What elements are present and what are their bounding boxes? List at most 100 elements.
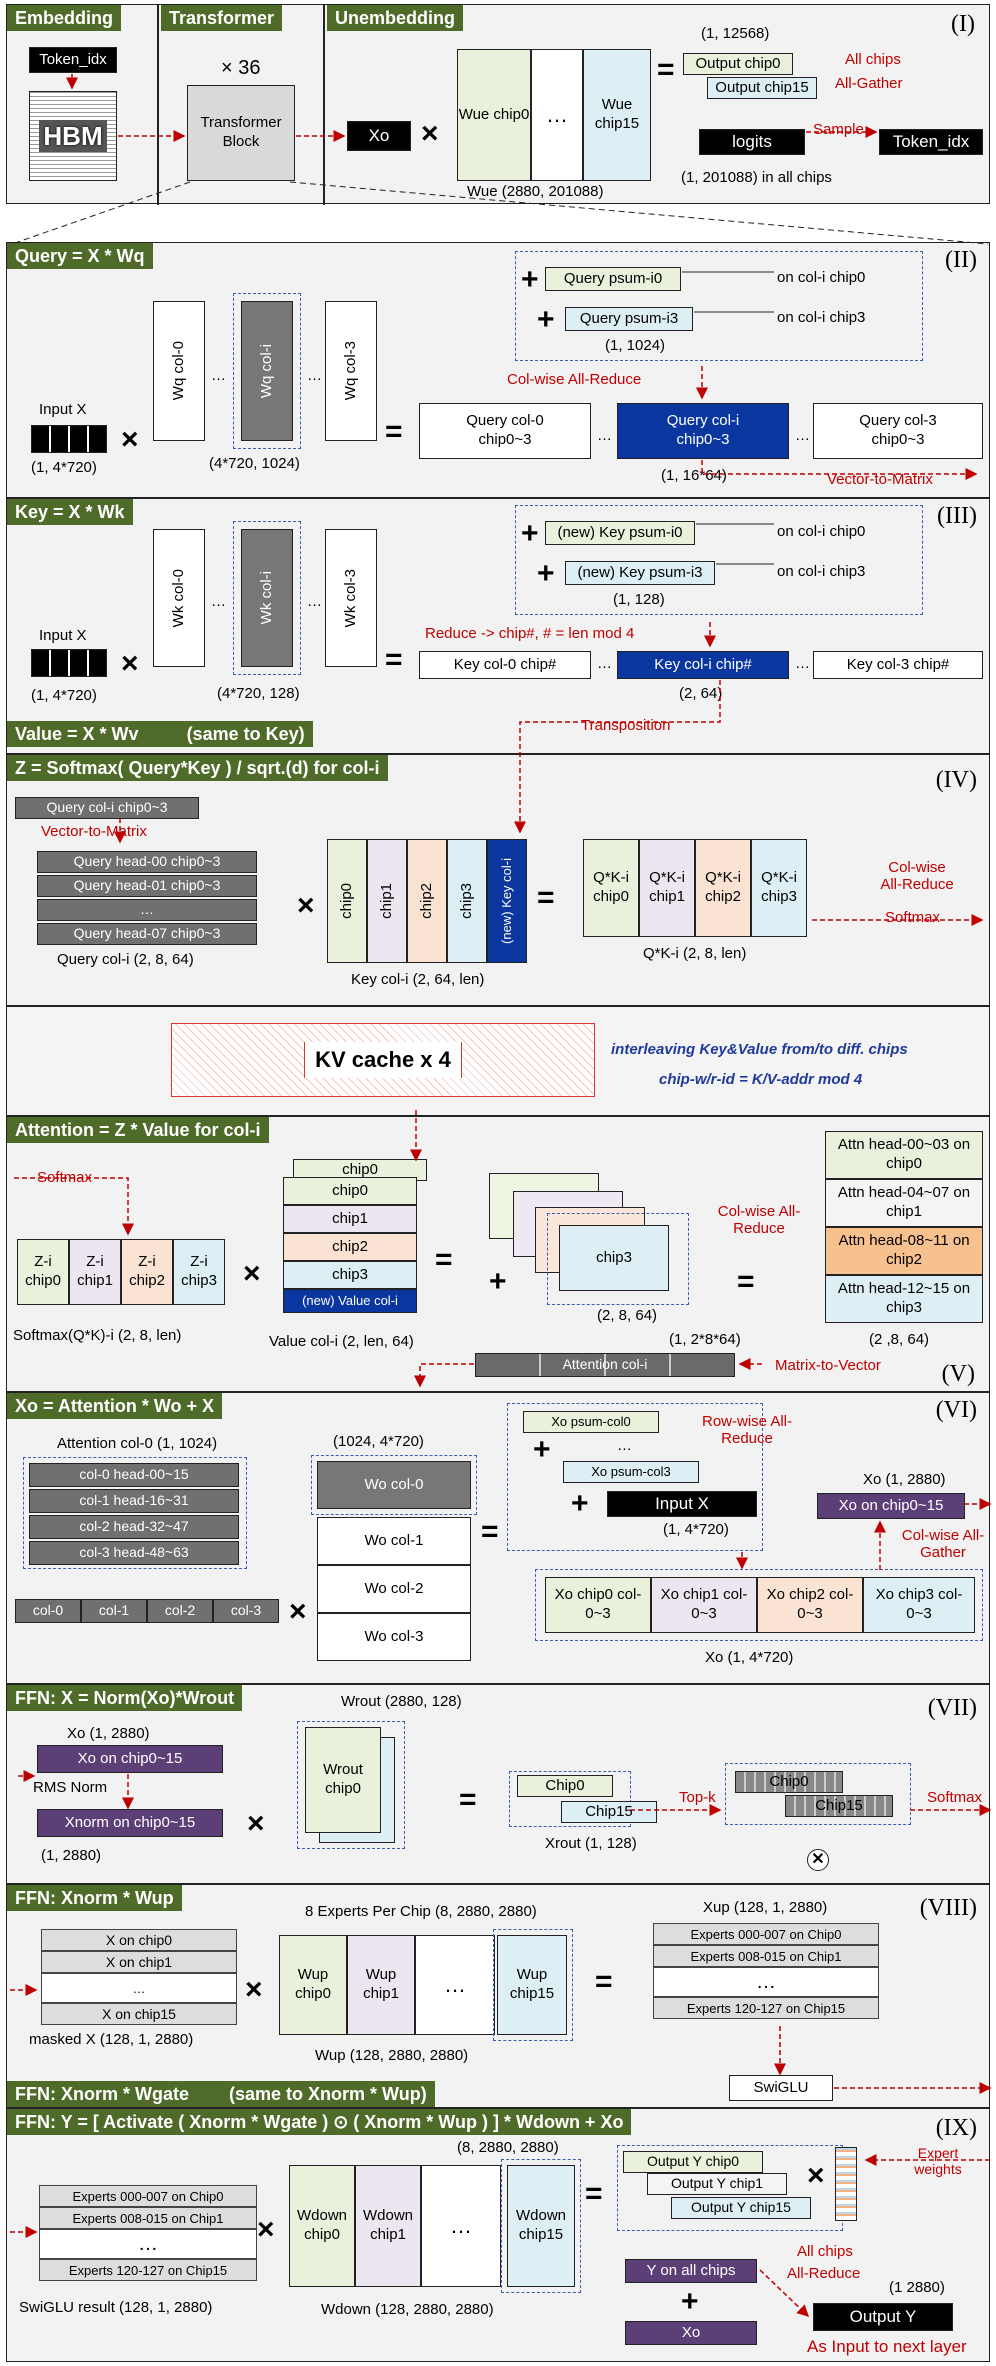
key-psum-3: (new) Key psum-i3 <box>565 561 715 585</box>
query-col3-label: Query col-3 chip0~3 <box>859 412 937 448</box>
attn-dim: (2 ,8, 64) <box>869 1331 930 1348</box>
wk-dim: (4*720, 128) <box>217 685 300 702</box>
dots: … <box>795 427 810 444</box>
value-caption: Value col-i (2, len, 64) <box>269 1333 414 1350</box>
z-chip1: Z-i chip1 <box>69 1239 121 1305</box>
query-head-01: Query head-01 chip0~3 <box>37 875 257 897</box>
psum-frame <box>515 251 923 361</box>
xo-chip2: Xo chip2 col-0~3 <box>757 1577 863 1633</box>
psum-dots: … <box>617 1437 632 1454</box>
expert-row-1: Experts 008-015 on Chip1 <box>653 1945 879 1967</box>
times: × <box>121 423 139 456</box>
query-coli: Query col-i chip0~3 <box>617 403 789 459</box>
wue-caption: Wue (2880, 201088) <box>467 183 604 200</box>
gate-title: FFN: Xnorm * Wgate <box>15 2084 189 2104</box>
all-chips: All chips <box>797 2243 853 2260</box>
plus: + <box>571 1487 589 1520</box>
input-x <box>31 425 107 453</box>
wo-dim: (1024, 4*720) <box>333 1433 424 1450</box>
roman-9: (IX) <box>935 2115 977 2141</box>
softmax-in: Softmax <box>37 1169 93 1186</box>
header-ffn-up: FFN: Xnorm * Wup <box>7 1885 182 1911</box>
wue-chip0: Wue chip0 <box>457 49 531 181</box>
equals: = <box>537 881 555 914</box>
attn-frame <box>23 1457 247 1569</box>
key-chip3-label: chip3 <box>457 883 475 919</box>
z-chip0: Z-i chip0 <box>17 1239 69 1305</box>
times: × <box>243 1257 261 1290</box>
dots: … <box>597 427 612 444</box>
wdown-dim: (8, 2880, 2880) <box>457 2139 559 2156</box>
wk-col3-label: Wk col-3 <box>341 568 359 628</box>
equals: = <box>657 53 675 86</box>
equals: = <box>595 1965 613 1998</box>
attn-chip1: Attn head-04~07 on chip1 <box>825 1179 983 1227</box>
wdown-chip15: Wdown chip15 <box>507 2165 575 2287</box>
sw-row-15: Experts 120-127 on Chip15 <box>39 2259 257 2281</box>
vector-to-matrix: Vector-to-Matrix <box>827 471 933 488</box>
header-query: Query = X * Wq <box>7 243 153 269</box>
attn-row-2: col-2 head-32~47 <box>29 1515 239 1539</box>
val-chip0: chip0 <box>283 1177 417 1205</box>
val-chip2: chip2 <box>283 1233 417 1261</box>
times: × <box>289 1595 307 1628</box>
query-caption: Query col-i (2, 8, 64) <box>57 951 194 968</box>
attn-chip0: Attn head-00~03 on chip0 <box>825 1131 983 1179</box>
all-gather: All-Gather <box>835 75 903 92</box>
equals: = <box>435 1243 453 1276</box>
query-head-dots: … <box>37 899 257 921</box>
wo-frame <box>311 1455 477 1515</box>
dots: … <box>307 367 322 384</box>
plus: + <box>521 263 539 296</box>
col-wise-all-reduce: Col-wise All-Reduce <box>507 371 642 388</box>
header-value: Value = X * Wv(same to Key) <box>7 721 313 747</box>
xo-frame <box>535 1569 983 1641</box>
roman-8: (VIII) <box>919 1895 977 1921</box>
rms-norm: RMS Norm <box>33 1779 108 1796</box>
query-col0-label: Query col-0 chip0~3 <box>466 412 544 448</box>
x-chip0: X on chip0 <box>41 1929 237 1951</box>
plus: + <box>489 1265 507 1298</box>
vector-to-matrix: Vector-to-Matrix <box>41 823 147 840</box>
xo-box: Xo <box>625 2321 757 2345</box>
dots: … <box>211 593 226 610</box>
attn-row-0: col-0 head-00~15 <box>29 1463 239 1487</box>
xrout-frame <box>509 1771 631 1827</box>
wo-col3: Wo col-3 <box>317 1613 471 1661</box>
xo-chip0: Xo chip0 col-0~3 <box>545 1577 651 1633</box>
reduce-note: Reduce -> chip#, # = len mod 4 <box>425 625 635 642</box>
flat-col-3: col-3 <box>213 1599 279 1623</box>
qk-caption: Q*K-i (2, 8, len) <box>643 945 747 962</box>
wue-dots: … <box>531 49 583 181</box>
header-softmax: Z = Softmax( Query*Key ) / sqrt.(d) for … <box>7 755 388 781</box>
swiglu: SwiGLU <box>729 2075 833 2101</box>
plus: + <box>537 303 555 336</box>
xo-box: Xo <box>347 121 411 151</box>
all-caption: (1, 201088) in all chips <box>681 169 832 186</box>
section-softmax: Z = Softmax( Query*Key ) / sqrt.(d) for … <box>6 754 990 1006</box>
qk-chip1: Q*K-i chip1 <box>639 839 695 937</box>
plus: + <box>537 557 555 590</box>
roman-2: (II) <box>945 247 977 273</box>
key-dim: (2, 64) <box>679 685 723 702</box>
query-psum-0: Query psum-i0 <box>545 267 681 291</box>
output-y: Output Y <box>813 2303 953 2331</box>
xup-caption: Xup (128, 1, 2880) <box>703 1899 828 1916</box>
value-title: Value = X * Wv <box>15 724 139 744</box>
z-chip3: Z-i chip3 <box>173 1239 225 1305</box>
xo-dim: Xo (1, 2880) <box>863 1471 946 1488</box>
sw-row-dots: … <box>39 2229 257 2259</box>
attn-row-1: col-1 head-16~31 <box>29 1489 239 1513</box>
xrout-caption: Xrout (1, 128) <box>545 1835 637 1852</box>
on-chip3: on col-i chip3 <box>777 309 866 326</box>
roman-1: (I) <box>951 11 975 37</box>
xrout-chip0: Chip0 <box>517 1775 613 1797</box>
section-xo: Xo = Attention * Wo + X (VI) Attention c… <box>6 1392 990 1684</box>
xo-on-all: Xo on chip0~15 <box>817 1493 965 1519</box>
flat-col-0: col-0 <box>15 1599 81 1623</box>
topk-chip0: Chip0 <box>735 1771 843 1793</box>
times: × <box>245 1973 263 2006</box>
col-wise-all-reduce: Col-wise All-Reduce <box>880 859 954 893</box>
z-caption: Softmax(Q*K)-i (2, 8, len) <box>13 1327 182 1344</box>
transformer-block: Transformer Block <box>187 85 295 181</box>
